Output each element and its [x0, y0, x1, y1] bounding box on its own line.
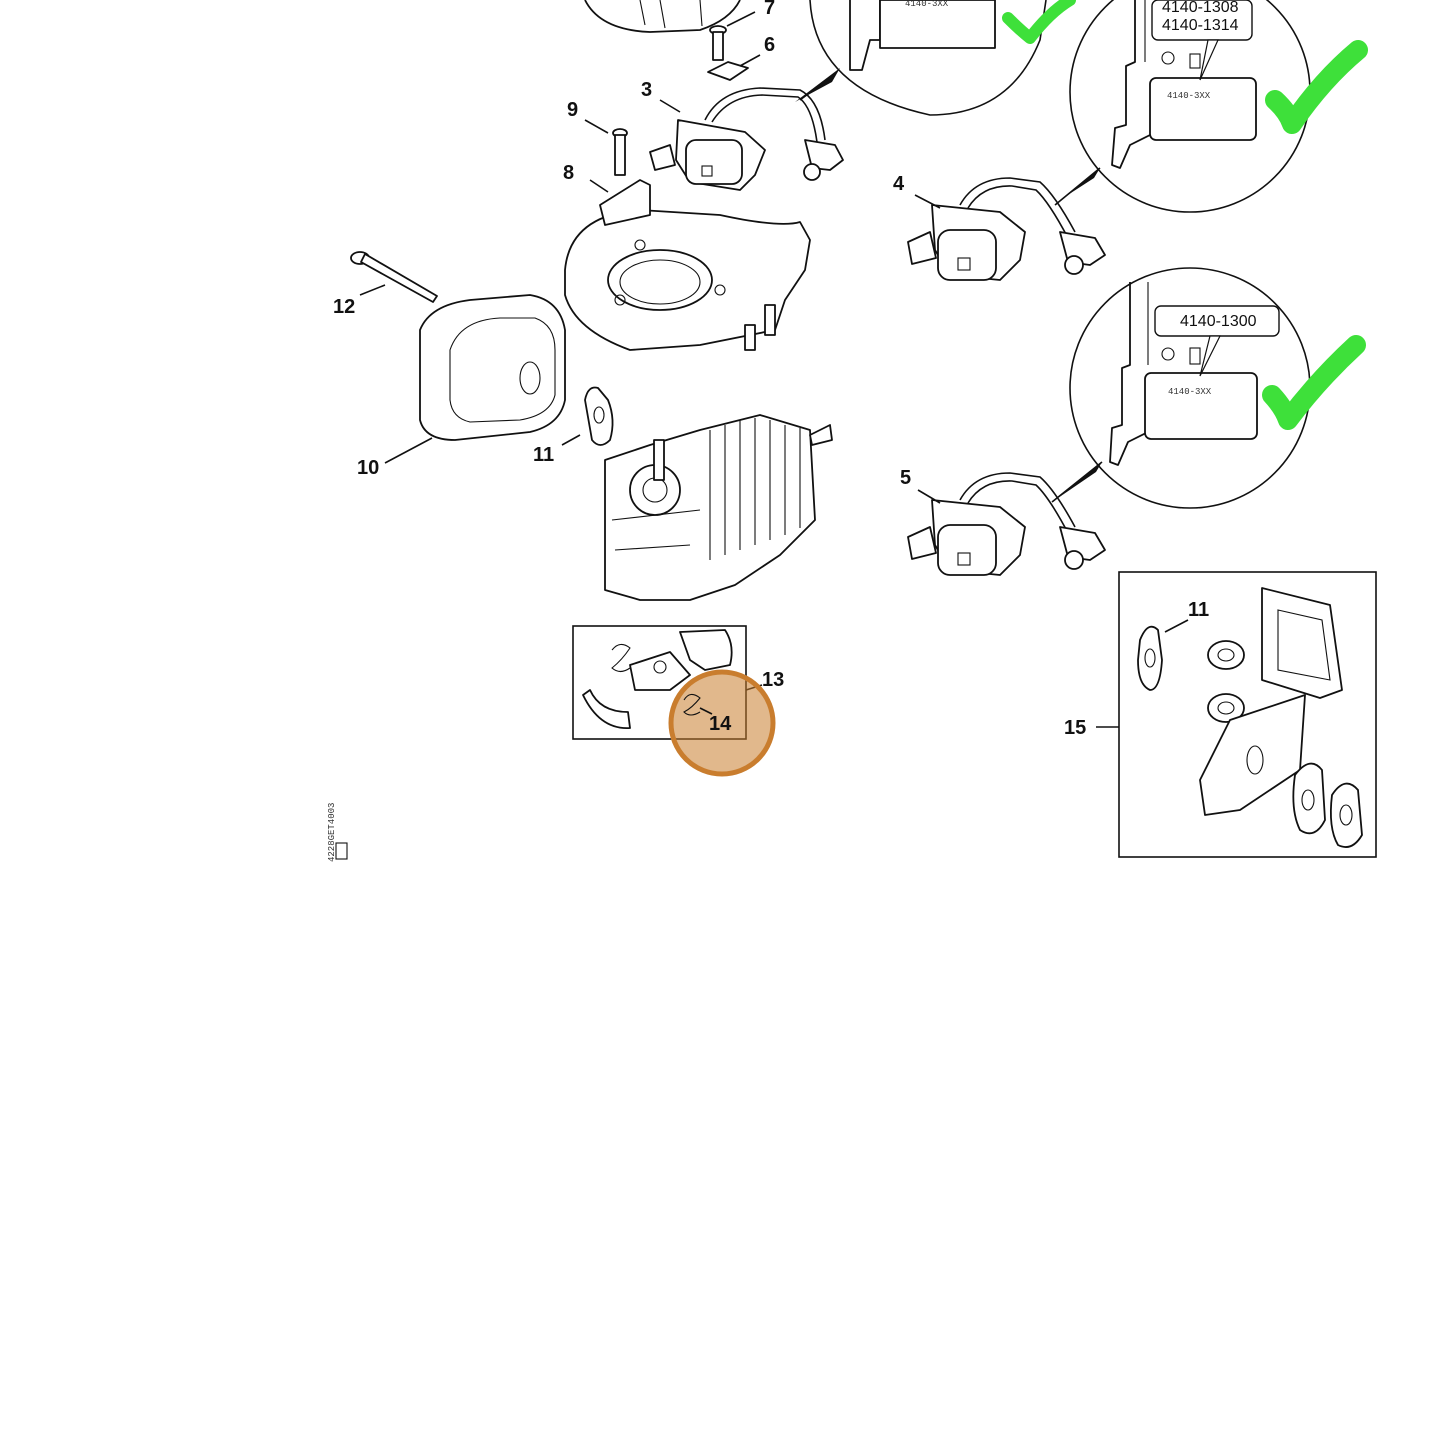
callout-12: 12: [333, 296, 355, 318]
callout-4: 4: [893, 173, 905, 195]
callout-14: 14: [709, 713, 732, 735]
part-number-1308: 4140-1308: [1162, 0, 1239, 16]
screw-12: [350, 251, 438, 303]
ignition-coil-5: [907, 472, 1106, 576]
muffler-10: [384, 294, 566, 464]
callout-9: 9: [567, 99, 578, 121]
svg-text:4228GET4003: 4228GET4003: [327, 803, 337, 862]
callout-6: 6: [764, 34, 775, 56]
callout-10: 10: [357, 457, 379, 479]
check-mark-icon: [1002, 0, 1076, 44]
clutch-box-13: [572, 625, 763, 740]
callouts: 3 7 6 9 8 12 10 11 13 4 5 15: [333, 0, 1086, 739]
flywheel-partial: [584, 0, 741, 33]
detail-circle-1308: 4140-3XX 4140-1308 4140-1314: [1054, 0, 1368, 213]
callout-7: 7: [764, 0, 775, 19]
callout-3: 3: [641, 79, 652, 101]
ignition-coil-4: [907, 177, 1106, 281]
gasket-kit-box-15: 11: [1096, 571, 1377, 858]
washer-6: [707, 54, 761, 81]
screw-9: [584, 119, 628, 176]
diagram-id-vertical: 4228GET4003: [327, 803, 348, 862]
ignition-coil-3: [649, 87, 844, 191]
screw-7: [709, 11, 756, 61]
part-number-1300: 4140-1300: [1180, 313, 1257, 330]
svg-text:4140-3XX: 4140-3XX: [1167, 91, 1211, 101]
callout-8: 8: [563, 162, 574, 184]
part-number-1314: 4140-1314: [1162, 17, 1239, 34]
callout-13: 13: [762, 669, 784, 691]
callout-15: 15: [1064, 717, 1086, 739]
engine-block: [604, 414, 833, 601]
fan-housing-8: [564, 179, 811, 351]
check-mark-icon: [1262, 335, 1366, 430]
highlight-14[interactable]: 14: [668, 669, 776, 777]
detail-circle-1300: 4140-3XX 4140-1300: [1051, 267, 1366, 509]
detail-circle-top-partial: 4140-3XX: [795, 0, 1076, 116]
callout-11: 11: [533, 444, 554, 466]
callout-5: 5: [900, 467, 911, 489]
callout-11-kit: 11: [1188, 599, 1209, 621]
svg-text:4140-3XX: 4140-3XX: [905, 0, 949, 9]
check-mark-icon: [1265, 40, 1368, 134]
gasket-11: [561, 386, 614, 446]
svg-text:4140-3XX: 4140-3XX: [1168, 387, 1212, 397]
